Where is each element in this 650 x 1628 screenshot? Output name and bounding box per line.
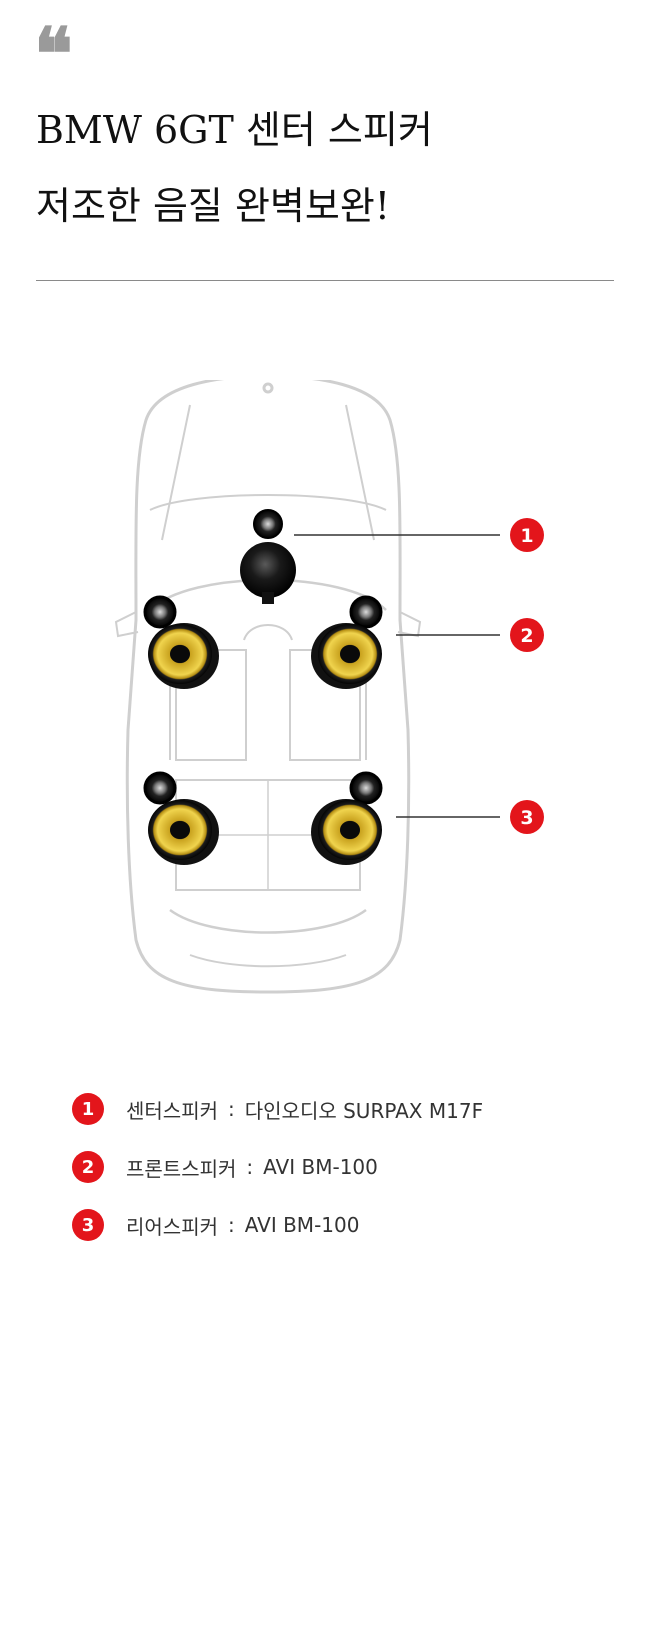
- legend-separator-2: :: [246, 1155, 254, 1179]
- front-tweeter-left-icon: [143, 595, 177, 629]
- car-speaker-diagram: 1 2 3: [114, 380, 544, 994]
- legend-product-3: AVI BM-100: [244, 1213, 360, 1237]
- legend-separator-1: :: [228, 1097, 235, 1121]
- quote-mark-icon: ❝: [34, 11, 73, 96]
- legend-badge-1: 1: [72, 1093, 104, 1125]
- rear-tweeter-right-icon: [349, 771, 383, 805]
- car-outline: [114, 380, 422, 994]
- legend-item-front: 2 프론트스피커 : AVI BM-100: [72, 1150, 632, 1184]
- callout-badge-2-label: 2: [520, 625, 533, 647]
- legend-name-1: 센터스피커: [126, 1098, 218, 1123]
- headline-line-1: BMW 6GT 센터 스피커: [36, 108, 433, 152]
- rear-woofer-left-icon: [148, 799, 219, 865]
- legend-separator-3: :: [228, 1213, 235, 1237]
- legend-name-3: 리어스피커: [126, 1214, 218, 1239]
- legend-name-2: 프론트스피커: [126, 1156, 237, 1181]
- callout-badge-3: 3: [510, 800, 544, 834]
- rear-tweeter-left-icon: [143, 771, 177, 805]
- callout-badge-2: 2: [510, 618, 544, 652]
- legend-badge-2: 2: [72, 1151, 104, 1183]
- legend-item-rear: 3 리어스피커 : AVI BM-100: [72, 1208, 632, 1242]
- callout-badge-3-label: 3: [520, 807, 533, 829]
- divider: [36, 280, 614, 281]
- front-tweeter-right-icon: [349, 595, 383, 629]
- legend-product-1: 다인오디오 SURPAX M17F: [244, 1098, 484, 1123]
- legend-badge-3: 3: [72, 1209, 104, 1241]
- front-woofer-right-icon: [311, 623, 382, 689]
- callout-badge-1-label: 1: [520, 525, 533, 547]
- legend-product-2: AVI BM-100: [263, 1155, 378, 1179]
- headline-line-2: 저조한 음질 완벽보완!: [36, 184, 391, 228]
- rear-woofer-right-icon: [311, 799, 382, 865]
- center-speaker-icon: [240, 509, 296, 604]
- front-woofer-left-icon: [148, 623, 219, 689]
- speaker-legend: 1 센터스피커 : 다인오디오 SURPAX M17F 2 프론트스피커 : A…: [72, 1092, 632, 1266]
- legend-item-center: 1 센터스피커 : 다인오디오 SURPAX M17F: [72, 1092, 632, 1126]
- callout-badge-1: 1: [510, 518, 544, 552]
